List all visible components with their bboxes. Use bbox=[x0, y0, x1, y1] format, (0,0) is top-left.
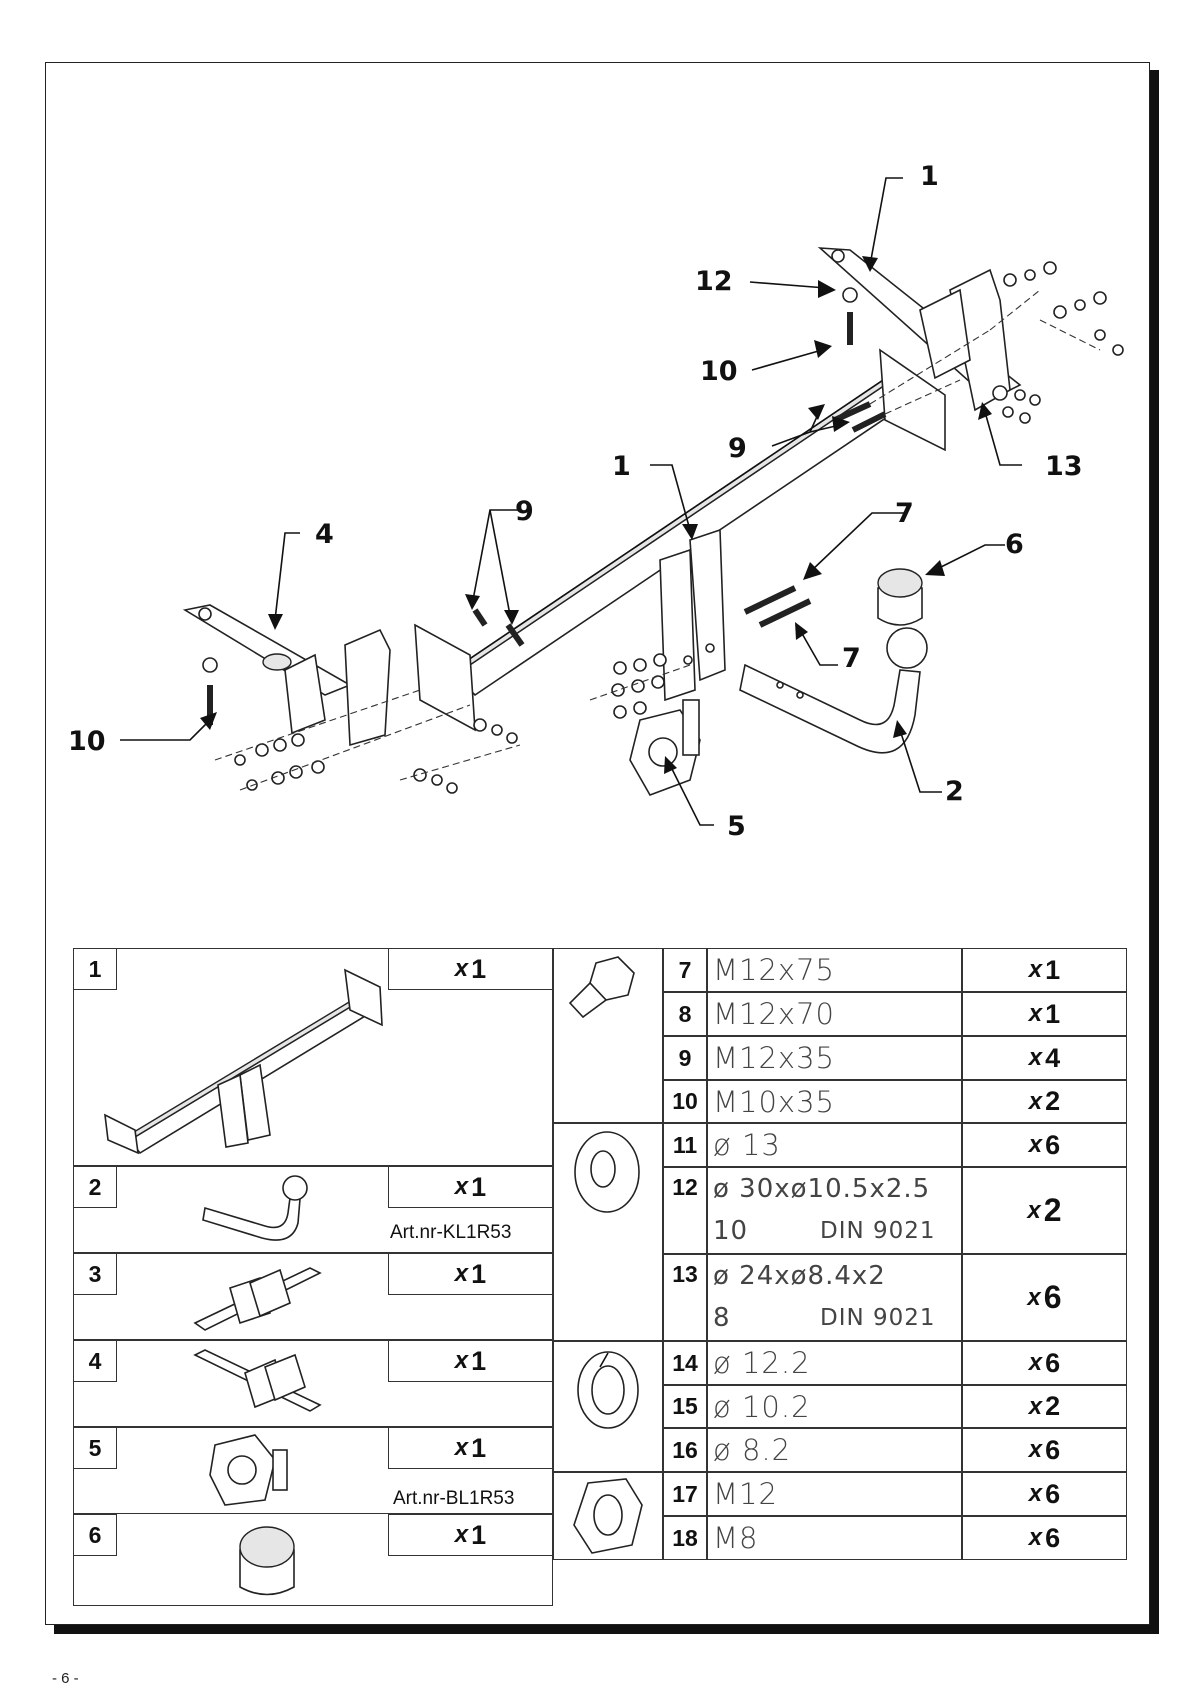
callout-1: 1 bbox=[612, 451, 631, 482]
art-number-socket-plate: Art.nr-BL1R53 bbox=[393, 1488, 515, 1509]
fastener-number: 16 bbox=[663, 1428, 707, 1472]
socket-plate-part bbox=[629, 699, 701, 796]
fastener-spec-thickness: 8 bbox=[713, 1303, 731, 1333]
callout-2: 2 bbox=[945, 776, 964, 807]
fastener-spec: ø 8.2 bbox=[707, 1428, 962, 1472]
fastener-spec: M12x35 bbox=[707, 1036, 962, 1080]
fastener-number: 14 bbox=[663, 1341, 707, 1385]
part-number-3: 3 bbox=[73, 1253, 117, 1295]
part-number-1: 1 bbox=[73, 948, 117, 990]
flat-washer-icon bbox=[574, 1131, 640, 1213]
fastener-spec: ø 10.2 bbox=[707, 1385, 962, 1428]
bracket-right-icon bbox=[193, 1267, 322, 1331]
part-number-5: 5 bbox=[73, 1427, 117, 1469]
fastener-spec-thickness: 10 bbox=[713, 1216, 749, 1246]
spring-washer-icon bbox=[577, 1351, 639, 1429]
callout-9-left: 9 bbox=[515, 496, 534, 527]
callout-13: 13 bbox=[1045, 451, 1083, 482]
ball-cap-icon bbox=[239, 1526, 295, 1596]
ball-neck-icon bbox=[202, 1175, 308, 1241]
fastener-spec: M10x35 bbox=[707, 1080, 962, 1123]
callout-10-right: 10 bbox=[700, 356, 738, 387]
art-number-ball-neck: Art.nr-KL1R53 bbox=[390, 1222, 512, 1243]
callout-6: 6 bbox=[1005, 529, 1024, 560]
callout-12: 12 bbox=[695, 266, 733, 297]
callout-9-right: 9 bbox=[728, 433, 747, 464]
side-bracket-right bbox=[817, 247, 1022, 412]
page-number: - 6 - bbox=[52, 1670, 79, 1687]
callout-5: 5 bbox=[727, 811, 746, 842]
callout-7: 7 bbox=[842, 643, 861, 674]
hex-nut-icon bbox=[573, 1478, 643, 1554]
crossbar-icon bbox=[104, 968, 383, 1155]
ball-cap-part bbox=[877, 568, 923, 626]
fastener-number: 17 bbox=[663, 1472, 707, 1516]
bolt-icon bbox=[568, 956, 635, 1019]
fastener-number: 10 bbox=[663, 1080, 707, 1123]
callout-4: 4 bbox=[315, 519, 334, 550]
fastener-spec: M8 bbox=[707, 1516, 962, 1560]
fastener-number: 7 bbox=[663, 948, 707, 992]
washers-nuts-group bbox=[202, 261, 1124, 794]
frame-shadow-right bbox=[1150, 70, 1159, 1633]
fastener-spec: ø 24xø8.4x2 8 DIN 9021 bbox=[707, 1254, 962, 1341]
fastener-spec: M12x70 bbox=[707, 992, 962, 1036]
side-bracket-left bbox=[182, 604, 391, 747]
callout-labels: 1 12 10 9 13 1 9 7 6 7 2 4 10 5 bbox=[68, 161, 1083, 842]
fastener-number: 11 bbox=[663, 1123, 707, 1167]
part-number-2: 2 bbox=[73, 1166, 117, 1208]
bracket-left-icon bbox=[193, 1349, 322, 1412]
part-number-6: 6 bbox=[73, 1514, 117, 1556]
leader-lines bbox=[120, 177, 1022, 826]
fastener-spec: ø 12.2 bbox=[707, 1341, 962, 1385]
fastener-spec-line-1: ø 24xø8.4x2 bbox=[713, 1261, 886, 1291]
fastener-number: 9 bbox=[663, 1036, 707, 1080]
fastener-number: 13 bbox=[663, 1254, 707, 1341]
fastener-spec: ø 30xø10.5x2.5 10 DIN 9021 bbox=[707, 1167, 962, 1254]
callout-8: 7 bbox=[895, 498, 914, 529]
fastener-spec-standard: DIN 9021 bbox=[820, 1218, 936, 1244]
callout-10-left: 10 bbox=[68, 726, 106, 757]
exploded-assembly-diagram: 1 12 10 9 13 1 9 7 6 7 2 4 10 5 bbox=[68, 161, 1124, 842]
fastener-spec: M12 bbox=[707, 1472, 962, 1516]
fastener-spec: M12x75 bbox=[707, 948, 962, 992]
crossbar-part bbox=[414, 348, 946, 732]
callout-3: 1 bbox=[920, 161, 939, 192]
fastener-spec-line-1: ø 30xø10.5x2.5 bbox=[713, 1174, 931, 1204]
fastener-number: 8 bbox=[663, 992, 707, 1036]
socket-plate-icon bbox=[209, 1434, 288, 1506]
fastener-number: 18 bbox=[663, 1516, 707, 1560]
fastener-number: 12 bbox=[663, 1167, 707, 1254]
frame-shadow-bottom bbox=[54, 1625, 1159, 1634]
ball-neck-part bbox=[739, 627, 928, 754]
fastener-spec: ø 13 bbox=[707, 1123, 962, 1167]
fastener-spec-standard: DIN 9021 bbox=[820, 1305, 936, 1331]
part-number-4: 4 bbox=[73, 1340, 117, 1382]
assembly-lines bbox=[214, 289, 1101, 791]
fastener-number: 15 bbox=[663, 1385, 707, 1428]
